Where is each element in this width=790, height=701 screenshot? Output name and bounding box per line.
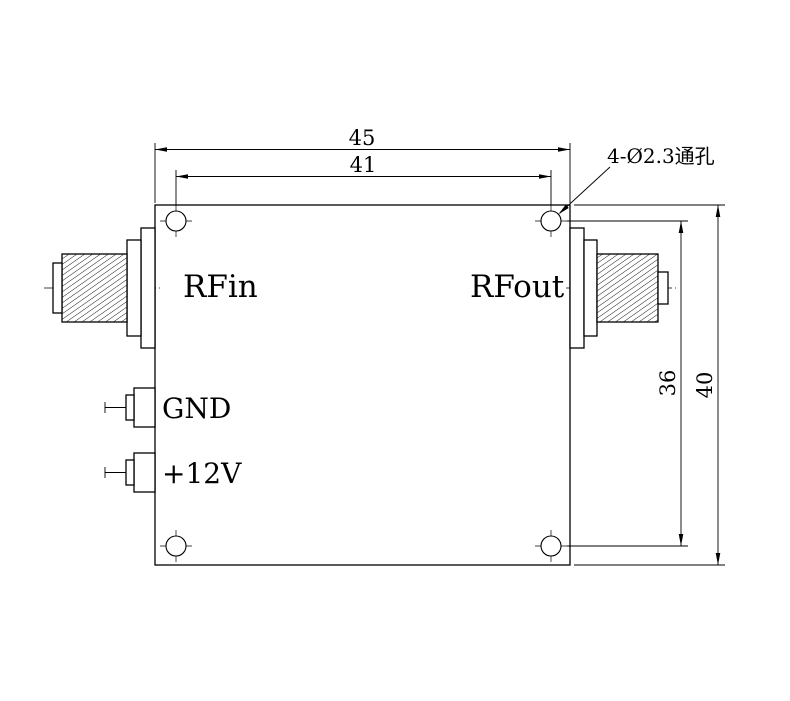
dimension-overall-height: 40 xyxy=(574,204,725,566)
dimension-overall-width: 45 xyxy=(154,126,571,203)
dim-41-label: 41 xyxy=(350,153,377,177)
mounting-hole-bottom-left xyxy=(160,530,192,562)
leader-arrow-icon xyxy=(558,204,569,215)
arrow-left-icon xyxy=(155,147,167,152)
rf-output-connector xyxy=(566,227,676,349)
rf-input-connector xyxy=(44,227,160,349)
arrow-up-icon xyxy=(715,205,721,217)
mounting-hole-bottom-right xyxy=(535,530,567,562)
arrow-right-icon xyxy=(539,174,551,179)
arrow-down-icon xyxy=(715,553,721,565)
power-label: +12V xyxy=(162,457,242,490)
rf-input-threads xyxy=(61,253,128,323)
arrow-up-icon xyxy=(678,221,684,233)
module-body-outline xyxy=(154,204,571,566)
dim-40-label: 40 xyxy=(693,372,717,399)
mounting-hole-top-right xyxy=(535,205,567,237)
power-terminal xyxy=(104,452,156,493)
dimension-hole-span-width: 41 xyxy=(175,153,552,205)
dim-45-label: 45 xyxy=(349,126,376,150)
rfin-label: RFin xyxy=(183,269,258,305)
hole-callout-label: 4-Ø2.3通孔 xyxy=(607,144,715,168)
dim-36-label: 36 xyxy=(656,370,680,397)
rf-output-threads xyxy=(596,253,659,323)
arrow-right-icon xyxy=(558,147,570,152)
gnd-label: GND xyxy=(162,392,231,425)
hole-callout: 4-Ø2.3通孔 xyxy=(558,144,715,215)
arrow-down-icon xyxy=(678,534,684,546)
arrow-left-icon xyxy=(176,174,188,179)
gnd-terminal xyxy=(104,387,156,428)
mounting-hole-top-left xyxy=(160,205,192,237)
rfout-label: RFout xyxy=(470,269,565,305)
dimension-hole-span-height: 36 xyxy=(567,220,688,547)
